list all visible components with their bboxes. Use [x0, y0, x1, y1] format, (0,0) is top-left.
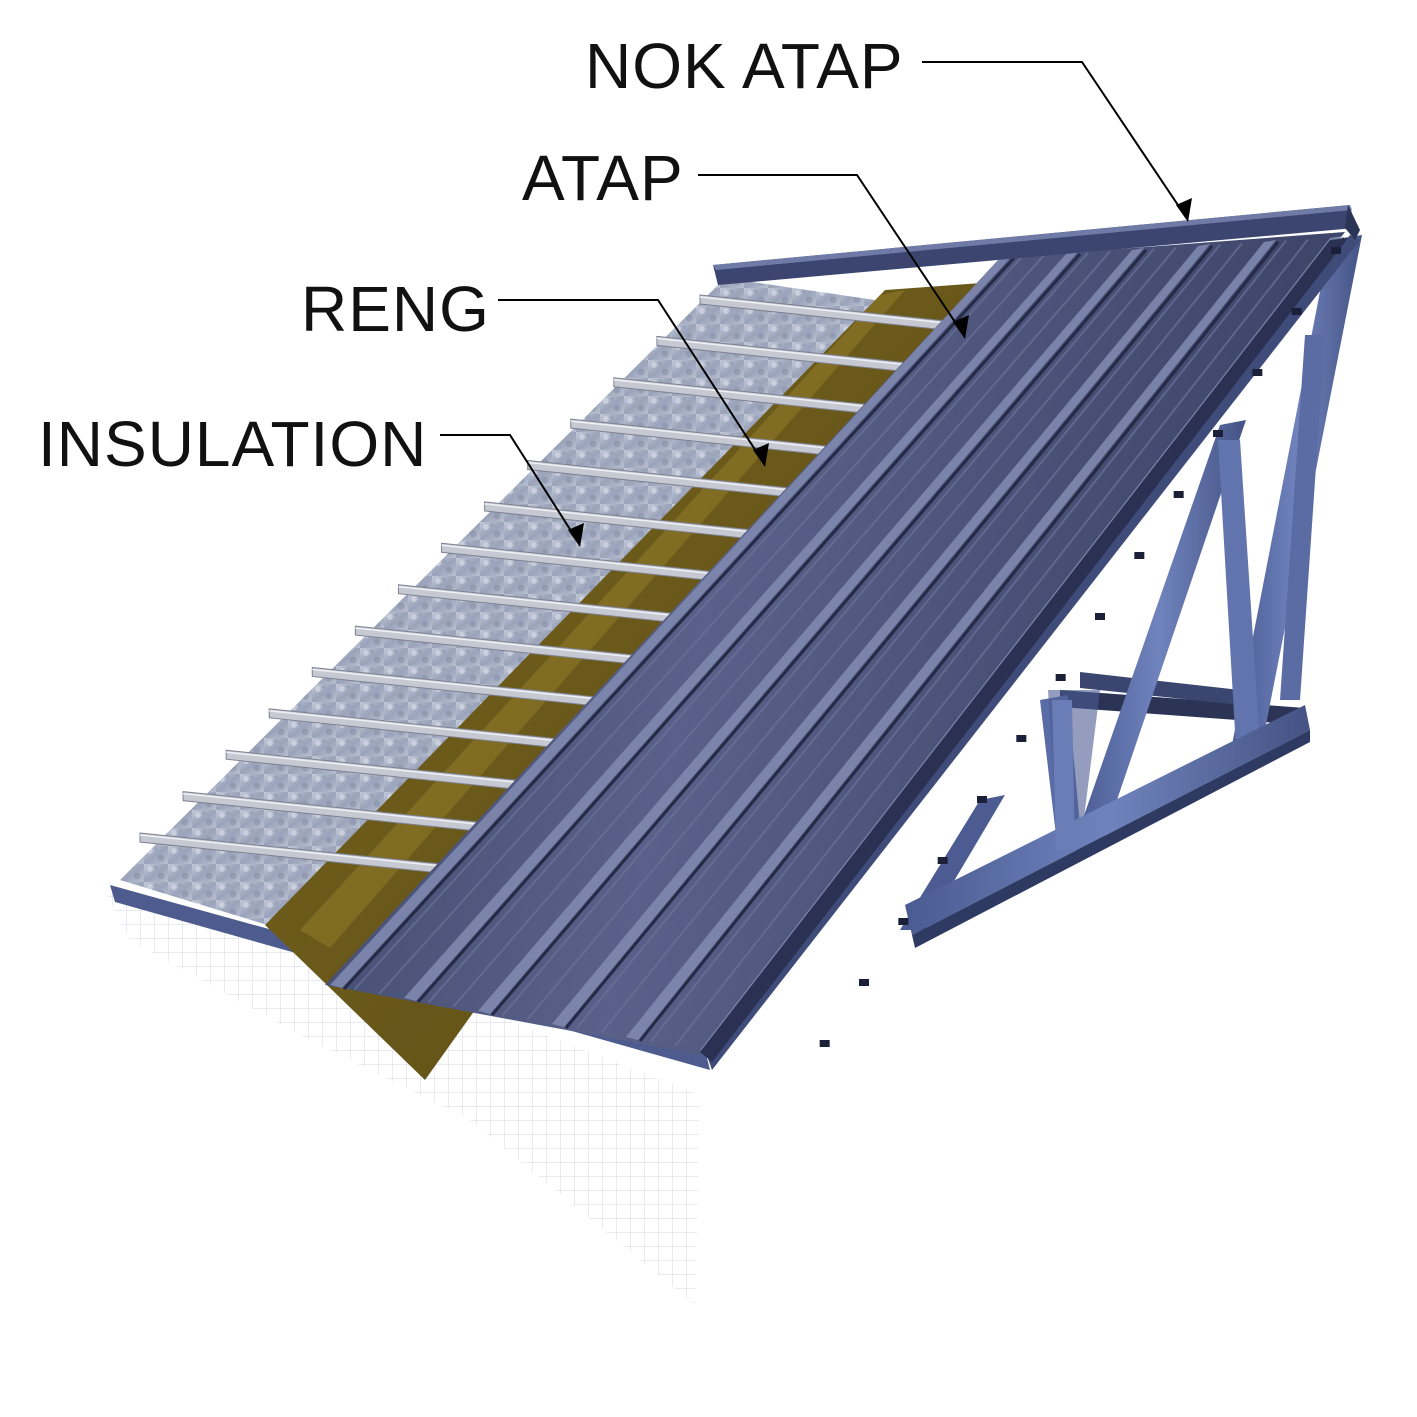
ground-grid — [105, 892, 700, 1305]
batten-highlight — [182, 792, 489, 826]
batten-highlight — [656, 337, 917, 367]
batten-highlight — [398, 585, 684, 618]
batten-highlight — [527, 461, 800, 492]
batten-icon — [139, 294, 956, 875]
roof-groove — [600, 242, 1243, 1034]
leader-arrowheads — [568, 198, 1192, 547]
batten-highlight — [226, 751, 528, 785]
roof-rib-shadow — [416, 253, 1082, 1003]
roof-clip — [1252, 369, 1263, 376]
batten-highlight — [312, 668, 606, 701]
batten-highlight — [484, 503, 761, 534]
roof-clip — [1173, 491, 1184, 498]
roof-clip — [1055, 674, 1066, 681]
roof-clip — [977, 796, 987, 803]
roof-clip — [1213, 430, 1223, 437]
batten-highlight — [699, 296, 956, 325]
roof-clip — [937, 857, 948, 864]
leader-line-atap — [698, 174, 966, 338]
roof-clip — [898, 918, 909, 925]
roof-rib — [478, 248, 1144, 1014]
leader-line-nok-atap — [922, 61, 1189, 221]
roof-groove — [526, 246, 1177, 1021]
arrowhead-nok-atap — [1176, 198, 1192, 222]
batten-highlight — [613, 379, 878, 409]
ridge-cap-icon — [713, 205, 1360, 285]
roof-rib — [626, 240, 1276, 1040]
leader-line-insulation — [440, 434, 581, 546]
roof-rib-shadow — [638, 241, 1280, 1042]
leader-lines — [440, 61, 1189, 546]
roof-rib — [404, 252, 1078, 1001]
roof-groove — [501, 248, 1155, 1016]
roof-rib — [552, 244, 1210, 1027]
metal-roof-sheet-icon — [325, 232, 1348, 1062]
roof-groove — [649, 240, 1287, 1042]
roof-clip — [819, 1040, 830, 1047]
label-atap: ATAP — [522, 142, 684, 214]
arrowhead-atap — [953, 315, 969, 339]
batten-highlight — [139, 834, 451, 868]
roof-rib-shadow — [342, 256, 1016, 991]
batten-highlight — [269, 710, 567, 743]
roof-rib — [330, 256, 1012, 988]
roof-groove — [427, 252, 1089, 1003]
roof-rib-shadow — [490, 249, 1148, 1016]
roof-clip — [1016, 735, 1027, 742]
roof-groove — [575, 244, 1221, 1029]
roof-groove — [674, 238, 1309, 1047]
arrowhead-reng — [753, 443, 769, 467]
roof-clip — [1331, 247, 1341, 254]
roof-clip — [1134, 552, 1145, 559]
label-insulation: INSULATION — [38, 408, 428, 480]
batten-highlight — [570, 420, 839, 451]
steel-truss-icon — [900, 235, 1362, 948]
leader-line-reng — [498, 299, 766, 466]
roof-groove — [378, 254, 1045, 995]
batten-highlight — [355, 627, 645, 659]
roof-rib-shadow — [564, 245, 1214, 1029]
label-nok-atap: NOK ATAP — [585, 30, 904, 102]
roof-clip — [1291, 308, 1302, 315]
roof-groove — [353, 255, 1023, 991]
batten-highlight — [441, 544, 723, 576]
roof-clip — [1095, 613, 1105, 620]
roof-clip — [859, 979, 869, 986]
label-reng: RENG — [301, 273, 490, 345]
arrowhead-insulation — [568, 523, 584, 547]
roof-groove — [452, 250, 1111, 1008]
